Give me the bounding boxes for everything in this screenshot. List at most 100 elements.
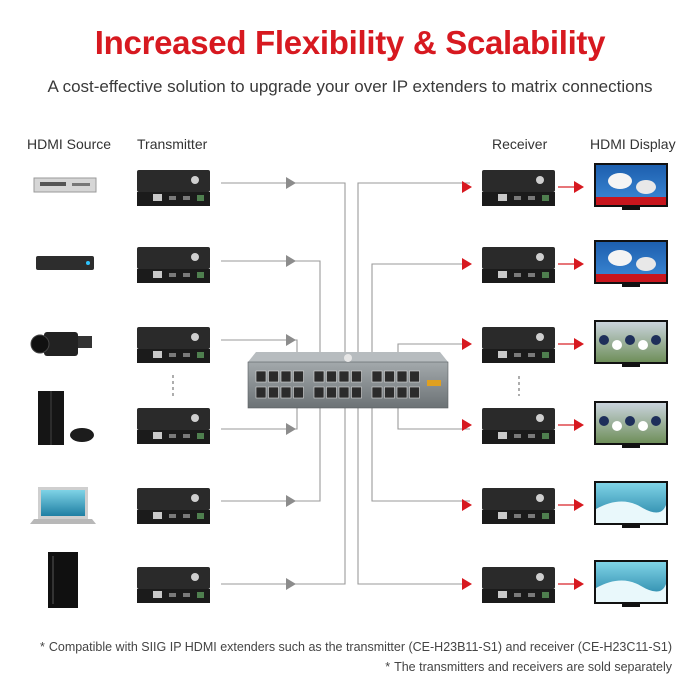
transmitter-arrow [286, 495, 296, 507]
brand-logo-icon [191, 333, 199, 341]
switch-port [313, 386, 325, 399]
tv-cloud [608, 173, 632, 189]
tv-stand [622, 604, 640, 607]
page-subtitle: A cost-effective solution to upgrade you… [47, 77, 653, 96]
rj45-port-icon [498, 591, 507, 598]
transmitter-arrow [286, 177, 296, 189]
transmitter-device [137, 170, 210, 206]
extender-top [137, 488, 210, 510]
switch-port [371, 370, 383, 383]
tv-ticker [596, 197, 666, 205]
switch-port [268, 370, 279, 383]
tv-stand [622, 445, 640, 448]
camcorder-lens [30, 334, 50, 354]
rj45-port-icon [498, 432, 507, 439]
receiver-arrow [462, 578, 472, 590]
switch-port [396, 386, 408, 399]
laptop-icon [30, 487, 96, 524]
display-arrow [574, 499, 584, 511]
switch-port [280, 386, 292, 399]
brand-logo-icon [191, 494, 199, 502]
column-heading-transmitter: Transmitter [137, 136, 208, 152]
switch-front [247, 361, 449, 409]
tv-weather-map-icon [594, 163, 668, 210]
tv-football-icon [594, 320, 668, 367]
receiver-link-line [371, 397, 470, 502]
transmitter-device [137, 327, 210, 363]
receiver-link-line [357, 397, 470, 585]
brand-logo-icon [191, 573, 199, 581]
switch-label-icon [427, 380, 441, 386]
hdmi-port-icon [514, 514, 521, 518]
rj45-port-icon [498, 194, 507, 201]
terminal-block-icon [197, 352, 204, 358]
hdmi-port-icon [514, 196, 521, 200]
tv-stand [622, 284, 640, 287]
tv-player [638, 421, 648, 431]
tv-wave [596, 501, 666, 523]
hdmi-port-icon [169, 593, 176, 597]
tv-cloud [608, 250, 632, 266]
hdmi-port-icon [169, 273, 176, 277]
display-arrow [574, 258, 584, 270]
tv-stand [622, 525, 640, 528]
switch-port [409, 370, 420, 383]
tv-player [612, 421, 622, 431]
tv-ticker [596, 274, 666, 282]
receiver-device [482, 567, 555, 603]
switch-port [396, 370, 408, 383]
rj45-port-icon [498, 271, 507, 278]
switch-port [268, 386, 279, 399]
receiver-arrow [462, 338, 472, 350]
usb-port-icon [183, 514, 190, 518]
tv-cloud [636, 180, 656, 194]
usb-port-icon [183, 353, 190, 357]
extender-top [482, 170, 555, 192]
tv-stand [622, 364, 640, 367]
tv-player [625, 335, 635, 345]
transmitter-link-line [221, 397, 346, 585]
switch-port [293, 370, 304, 383]
extender-top [482, 408, 555, 430]
rj45-port-icon [153, 512, 162, 519]
brand-logo-icon [536, 414, 544, 422]
terminal-block-icon [542, 352, 549, 358]
usb-port-icon [528, 353, 535, 357]
extender-top [482, 247, 555, 269]
receiver-device [482, 327, 555, 363]
transmitter-column [137, 170, 210, 603]
column-heading-receiver: Receiver [492, 136, 548, 152]
transmitter-link-line [221, 182, 346, 370]
terminal-block-icon [197, 433, 204, 439]
tv-player [599, 335, 609, 345]
box-led-icon [86, 261, 90, 265]
box-body [36, 256, 94, 270]
rj45-port-icon [153, 432, 162, 439]
tv-surfing-icon [594, 560, 668, 607]
brand-logo-icon [536, 494, 544, 502]
page-title: Increased Flexibility & Scalability [94, 24, 606, 61]
display-arrow [574, 338, 584, 350]
switch-port [280, 370, 292, 383]
brand-logo-icon [536, 176, 544, 184]
tv-player [612, 340, 622, 350]
transmitter-arrow [286, 578, 296, 590]
hdmi-port-icon [169, 196, 176, 200]
usb-port-icon [528, 196, 535, 200]
hdmi-port-icon [514, 273, 521, 277]
switch-port [255, 370, 267, 383]
terminal-block-icon [542, 195, 549, 201]
transmitter-arrow [286, 334, 296, 346]
tv-player [651, 335, 661, 345]
switch-port [371, 386, 383, 399]
rj45-port-icon [498, 512, 507, 519]
rj45-port-icon [153, 591, 162, 598]
usb-port-icon [528, 273, 535, 277]
switch-port [338, 386, 350, 399]
hdmi-port-icon [169, 353, 176, 357]
hdmi-port-icon [514, 434, 521, 438]
extender-top [137, 170, 210, 192]
extender-top [137, 327, 210, 349]
usb-port-icon [183, 196, 190, 200]
